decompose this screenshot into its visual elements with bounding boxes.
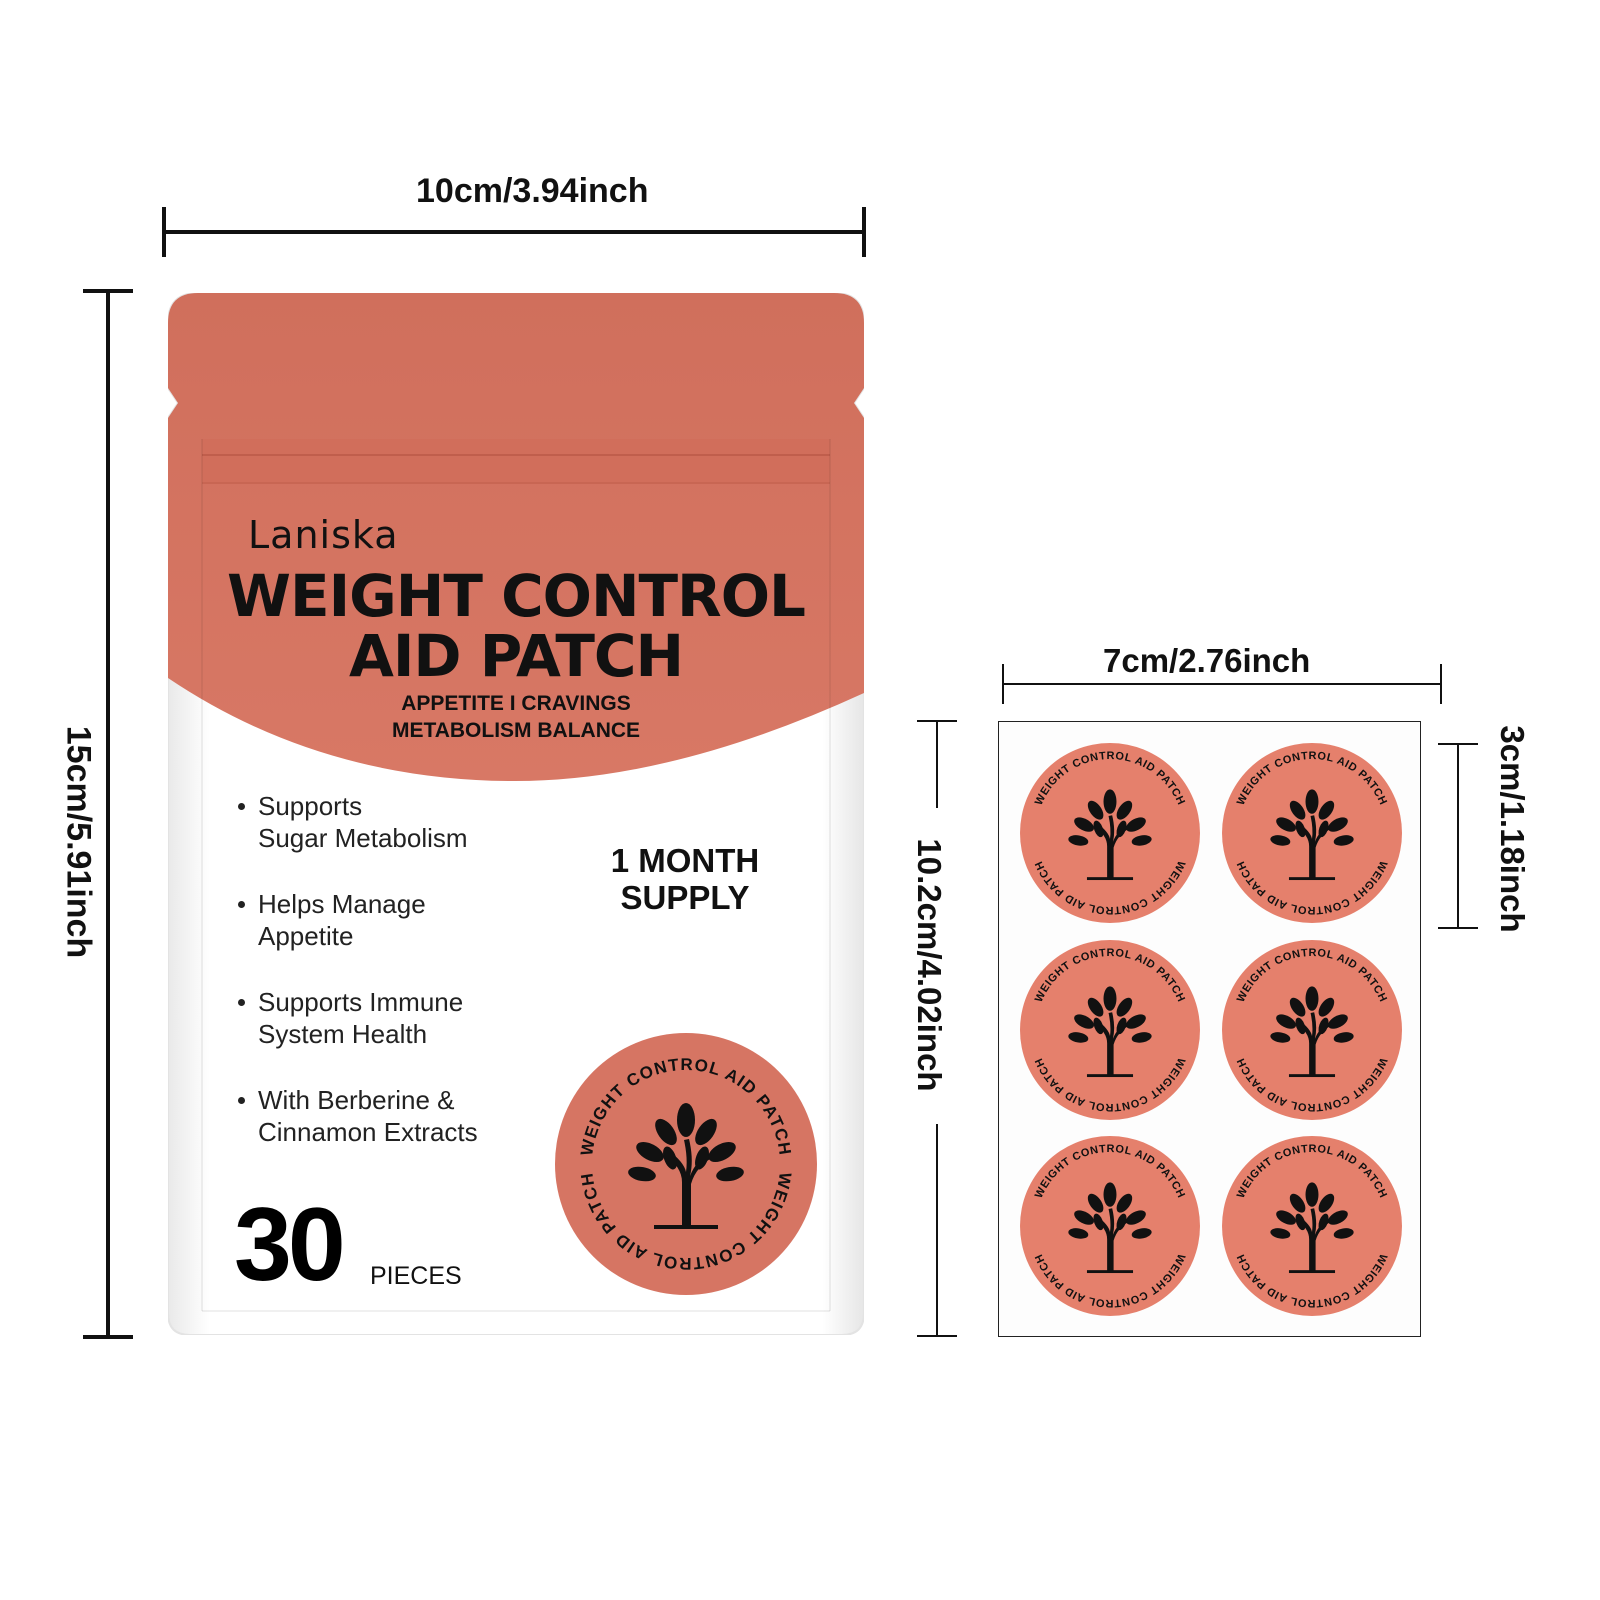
tree-icon (1270, 789, 1354, 881)
patch-disc (1222, 940, 1402, 1120)
product-title-line-2: AID PATCH (348, 622, 684, 690)
product-subtitle-line-2: METABOLISM BALANCE (391, 719, 641, 742)
benefit-line-2: Appetite (258, 921, 354, 951)
tree-icon (628, 1103, 744, 1229)
benefit-item: With Berberine & Cinnamon Extracts (236, 1084, 536, 1148)
supply-label: 1 MONTH SUPPLY (560, 842, 810, 916)
supply-line-2: SUPPLY (620, 879, 750, 916)
sheet-width-label: 7cm/2.76inch (1103, 642, 1311, 679)
pouch-width-dimension-line (162, 207, 866, 257)
tree-icon (1068, 1182, 1152, 1274)
benefit-line-1: Supports Immune (258, 987, 464, 1017)
bullet-icon (238, 803, 245, 810)
sheet-width-dimension-line (1002, 664, 1442, 704)
tree-icon (1068, 789, 1152, 881)
bullet-icon (238, 999, 245, 1006)
brand-name: Laniska (248, 513, 399, 557)
product-title-line-1: WEIGHT CONTROL (227, 562, 806, 630)
benefit-line-2: Cinnamon Extracts (258, 1117, 478, 1147)
product-title: WEIGHT CONTROL AID PATCH (168, 566, 864, 686)
supply-line-1: 1 MONTH (610, 842, 760, 879)
pouch-seal: WEIGHT CONTROL AID PATCH WEIGHT CONTROL … (555, 1033, 817, 1295)
benefit-item: Supports Immune System Health (236, 986, 536, 1050)
benefits-list: Supports Sugar Metabolism Helps Manage A… (236, 790, 536, 1182)
patch-disc (1020, 743, 1200, 923)
sheet-height-dimension-line (917, 720, 957, 1337)
bullet-icon (238, 1097, 245, 1104)
patch-diameter-dimension-line (1438, 743, 1478, 929)
patch-disc (1020, 940, 1200, 1120)
benefit-line-2: System Health (258, 1019, 428, 1049)
tree-icon (1270, 986, 1354, 1078)
benefit-line-2: Sugar Metabolism (258, 823, 468, 853)
product-subtitle-line-1: APPETITE I CRAVINGS (401, 692, 631, 715)
patch-disc (1222, 743, 1402, 923)
product-subtitle: APPETITE I CRAVINGS METABOLISM BALANCE (168, 690, 864, 744)
benefit-line-1: Supports (258, 791, 363, 821)
tree-icon (1270, 1182, 1354, 1274)
patch-disc (1222, 1136, 1402, 1316)
piece-count-unit: PIECES (370, 1262, 462, 1290)
benefit-item: Supports Sugar Metabolism (236, 790, 536, 854)
benefit-item: Helps Manage Appetite (236, 888, 536, 952)
tree-icon (1068, 986, 1152, 1078)
pouch-height-dimension-line (83, 289, 133, 1339)
bullet-icon (238, 901, 245, 908)
pouch-width-label: 10cm/3.94inch (416, 172, 649, 210)
benefit-line-1: Helps Manage (258, 889, 426, 919)
patch-disc (1020, 1136, 1200, 1316)
piece-count: 30 (234, 1187, 346, 1303)
benefit-line-1: With Berberine & (258, 1085, 455, 1115)
